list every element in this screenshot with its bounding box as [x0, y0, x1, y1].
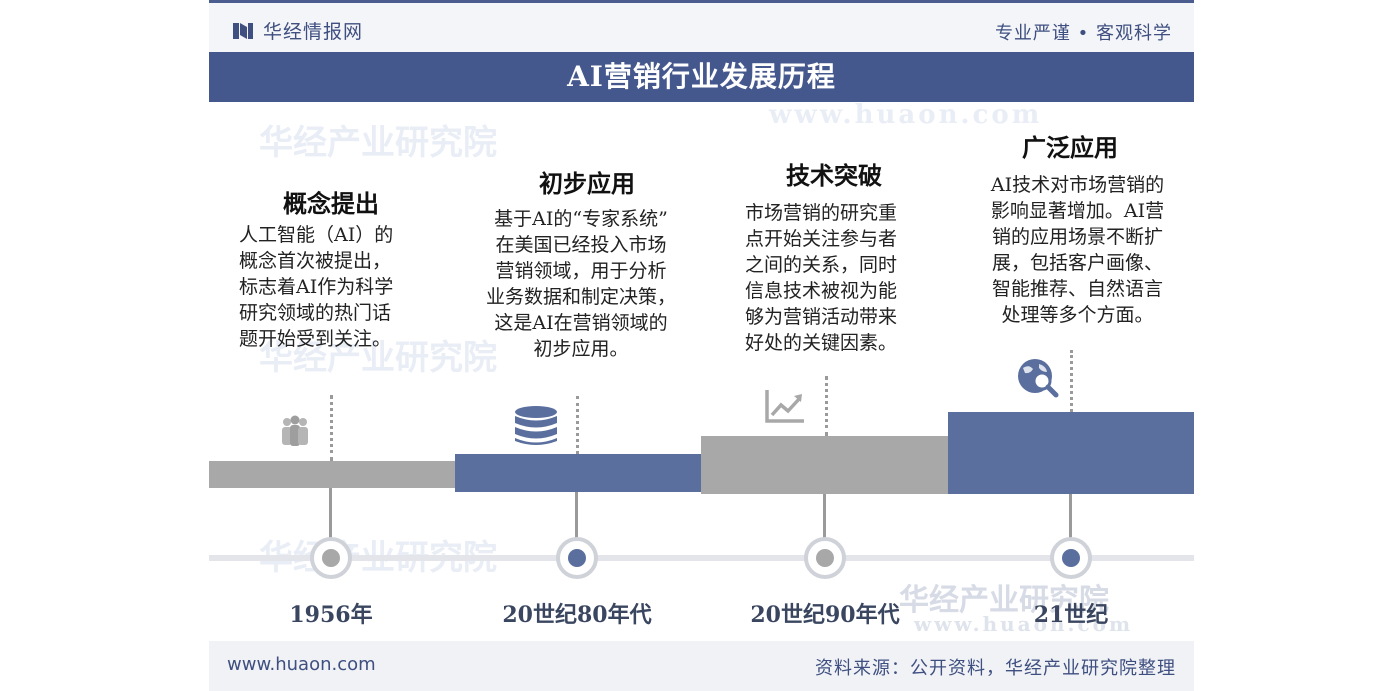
infographic-card: 华经产业研究院 www.huaon.com 华经产业研究院 华经产业研究院 华经… — [209, 0, 1194, 691]
connector-solid-4 — [1069, 494, 1072, 538]
slogan: 专业严谨 • 客观科学 — [994, 23, 1172, 44]
connector-solid-2 — [575, 492, 578, 538]
watermark-url: www.huaon.com — [769, 100, 1043, 130]
trend-chart-icon — [765, 390, 804, 423]
footer: www.huaon.com 资料来源：公开资料，华经产业研究院整理 — [209, 641, 1194, 691]
timeline-node-dot — [816, 549, 834, 567]
connector-dotted-1 — [330, 395, 333, 461]
stage-title-1: 概念提出 — [283, 189, 379, 218]
timeline-node-2 — [556, 537, 598, 579]
stage-year-1: 1956年 — [289, 602, 373, 628]
connector-solid-1 — [329, 488, 332, 538]
page-title: AI营销行业发展历程 — [209, 52, 1194, 102]
stage-desc-2: 基于AI的“专家系统”在美国已经投入市场营销领域，用于分析业务数据和制定决策，这… — [485, 208, 676, 360]
connector-dotted-2 — [576, 396, 579, 454]
stage-year-4: 21世纪 — [1033, 602, 1109, 628]
stage-desc-4: AI技术对市场营销的影响显著增加。AI营销的应用场景不断扩展，包括客户画像、智能… — [990, 174, 1165, 326]
timeline-node-dot — [568, 549, 586, 567]
stage-block-3 — [701, 436, 948, 494]
watermark: 华经产业研究院 — [259, 123, 497, 163]
timeline-node-dot — [322, 549, 340, 567]
stage-title-4: 广泛应用 — [1022, 133, 1118, 162]
timeline-node-dot — [1062, 549, 1080, 567]
connector-solid-3 — [823, 494, 826, 538]
stage-year-3: 20世纪90年代 — [750, 602, 900, 628]
brand: 华经情报网 — [231, 17, 363, 44]
timeline-node-3 — [804, 537, 846, 579]
connector-dotted-3 — [825, 376, 828, 436]
stage-desc-3: 市场营销的研究重点开始关注参与者之间的关系，同时信息技术被视为能够为营销活动带来… — [745, 202, 898, 354]
logo-icon — [233, 22, 253, 39]
connector-dotted-4 — [1070, 350, 1073, 412]
timeline-baseline — [209, 555, 1194, 561]
footer-source: 资料来源：公开资料，华经产业研究院整理 — [815, 658, 1176, 679]
stage-block-2 — [455, 454, 701, 492]
stage-title-3: 技术突破 — [786, 161, 882, 190]
database-icon — [515, 406, 557, 445]
timeline-node-1 — [310, 537, 352, 579]
stage-block-4 — [948, 412, 1194, 494]
footer-website: www.huaon.com — [227, 654, 376, 675]
stage-block-1 — [209, 461, 455, 488]
top-bar: 华经情报网 专业严谨 • 客观科学 — [209, 0, 1194, 52]
globe-search-icon — [1018, 359, 1059, 398]
brand-name: 华经情报网 — [263, 21, 364, 43]
stage-desc-1: 人工智能（AI）的概念首次被提出，标志着AI作为科学研究领域的热门话题开始受到关… — [239, 224, 394, 350]
people-icon — [282, 415, 308, 446]
stage-title-2: 初步应用 — [539, 169, 635, 198]
stage-year-2: 20世纪80年代 — [502, 602, 652, 628]
timeline-node-4 — [1050, 537, 1092, 579]
